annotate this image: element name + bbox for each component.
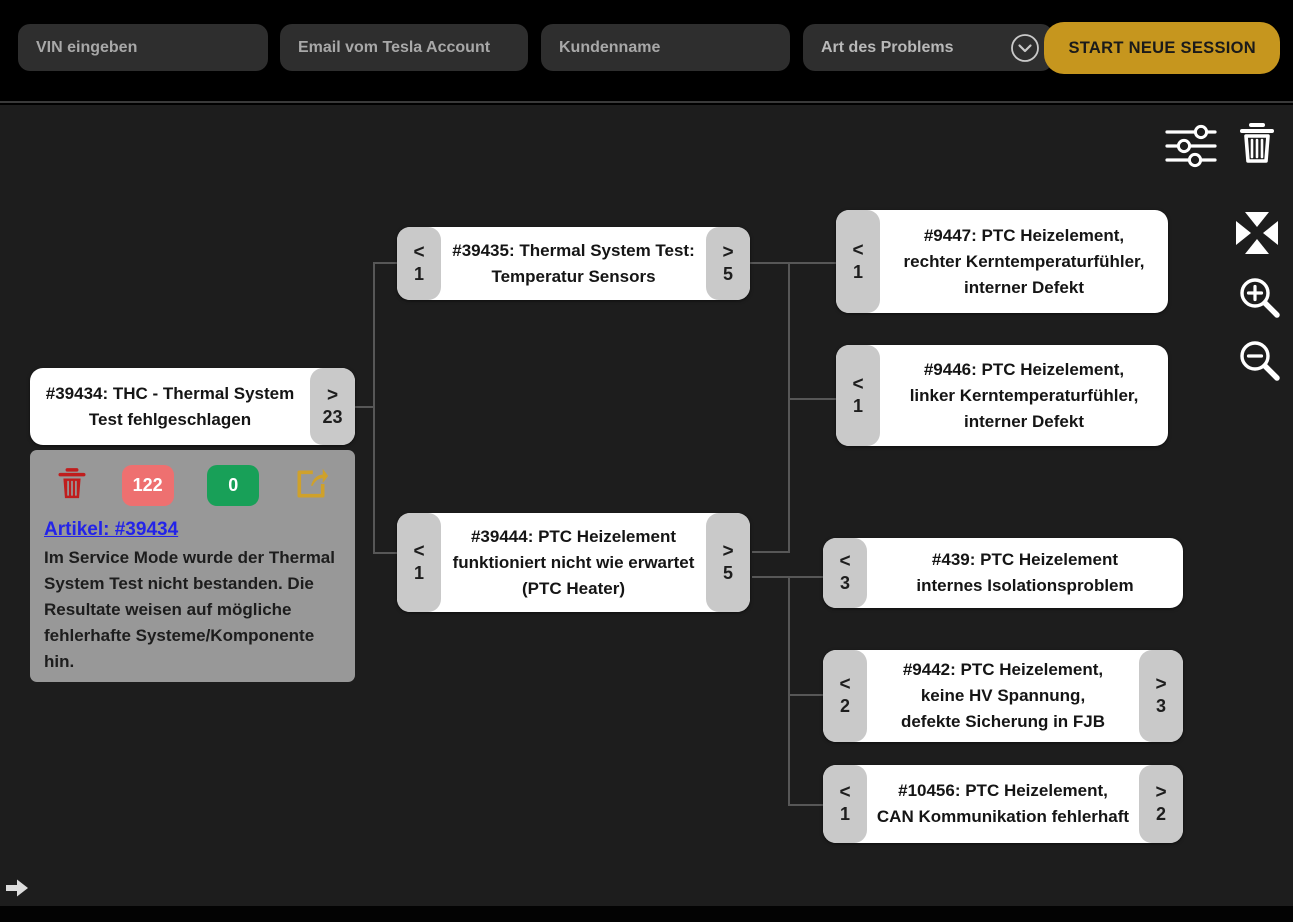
- parents-count: 1: [413, 562, 424, 583]
- downvote-count-badge[interactable]: 122: [121, 465, 174, 506]
- connector-line: [790, 398, 836, 400]
- connector-line: [788, 262, 790, 553]
- connector-line: [790, 804, 823, 806]
- magnifier-plus-icon[interactable]: [1236, 274, 1282, 323]
- article-link[interactable]: Artikel: #39434: [44, 519, 179, 540]
- children-count: 5: [722, 562, 733, 583]
- connector-line: [375, 552, 397, 554]
- upvote-count-badge[interactable]: 0: [207, 465, 260, 506]
- problem-type-label: Art des Problems: [821, 38, 954, 56]
- tree-node-9442[interactable]: < 2 #9442: PTC Heizelement, keine HV Spa…: [823, 650, 1183, 742]
- share-export-icon[interactable]: [293, 466, 329, 505]
- node-parents-button[interactable]: < 1: [823, 765, 867, 843]
- chevron-down-icon: [1009, 32, 1041, 64]
- chevron-right-icon: >: [722, 241, 734, 263]
- tree-node-439[interactable]: < 3 #439: PTC Heizelement internes Isola…: [823, 538, 1183, 608]
- node-title[interactable]: #9446: PTC Heizelement, linker Kerntempe…: [909, 359, 1139, 431]
- tree-node-39444[interactable]: < 1 #39444: PTC Heizelement funktioniert…: [397, 513, 750, 612]
- connector-line: [752, 576, 823, 578]
- node-detail-panel: 122 0 Artikel: #39434 Im Service Mode wu…: [30, 450, 355, 682]
- parents-count: 1: [852, 395, 863, 416]
- children-count: 5: [722, 263, 733, 284]
- chevron-right-icon: >: [326, 384, 339, 406]
- children-count: 2: [1155, 804, 1166, 824]
- chevron-left-icon: <: [413, 241, 425, 263]
- node-title[interactable]: #39435: Thermal System Test: Temperatur …: [452, 240, 695, 286]
- connector-line: [752, 551, 788, 553]
- node-parents-button[interactable]: < 1: [836, 345, 880, 446]
- node-parents-button[interactable]: < 1: [397, 227, 441, 300]
- trash-icon[interactable]: [1238, 120, 1276, 169]
- chevron-right-icon: >: [1155, 782, 1167, 803]
- arrow-right-icon[interactable]: [4, 876, 30, 903]
- node-parents-button[interactable]: < 3: [823, 538, 867, 608]
- start-new-session-button[interactable]: START NEUE SESSION: [1044, 22, 1280, 74]
- node-title[interactable]: #439: PTC Heizelement internes Isolation…: [916, 550, 1134, 595]
- node-title[interactable]: #39444: PTC Heizelement funktioniert nic…: [452, 526, 695, 598]
- parents-count: 2: [839, 696, 850, 716]
- connector-line: [355, 406, 375, 408]
- magnifier-minus-icon[interactable]: [1236, 337, 1282, 386]
- chevron-left-icon: <: [839, 782, 851, 803]
- node-parents-button[interactable]: < 1: [397, 513, 441, 612]
- node-children-button[interactable]: > 5: [706, 227, 750, 300]
- connector-line: [375, 262, 397, 264]
- tree-node-39435[interactable]: < 1 #39435: Thermal System Test: Tempera…: [397, 227, 750, 300]
- node-title[interactable]: #39434: THC - Thermal System Test fehlge…: [45, 383, 295, 429]
- node-children-button[interactable]: > 3: [1139, 650, 1183, 742]
- customer-name-input[interactable]: [541, 24, 790, 71]
- connector-line: [788, 576, 790, 806]
- chevron-right-icon: >: [1155, 674, 1167, 695]
- chevron-left-icon: <: [852, 373, 864, 395]
- node-parents-button[interactable]: < 2: [823, 650, 867, 742]
- node-parents-button[interactable]: < 1: [836, 210, 880, 313]
- node-children-button[interactable]: > 2: [1139, 765, 1183, 843]
- bottom-strip: [0, 906, 1293, 922]
- top-bar: Art des Problems START NEUE SESSION: [0, 0, 1293, 103]
- parents-count: 3: [839, 573, 850, 593]
- tune-sliders-icon[interactable]: [1164, 124, 1218, 171]
- tree-node-39434[interactable]: #39434: THC - Thermal System Test fehlge…: [30, 368, 355, 445]
- chevron-right-icon: >: [722, 540, 734, 562]
- node-title[interactable]: #9442: PTC Heizelement, keine HV Spannun…: [900, 660, 1106, 731]
- node-description: Im Service Mode wurde der Thermal System…: [44, 548, 335, 671]
- connector-line: [373, 262, 375, 554]
- parents-count: 1: [852, 261, 863, 282]
- node-title[interactable]: #9447: PTC Heizelement, rechter Kerntemp…: [903, 225, 1145, 297]
- connector-line: [790, 694, 823, 696]
- node-children-button[interactable]: > 5: [706, 513, 750, 612]
- node-title[interactable]: #10456: PTC Heizelement, CAN Kommunikati…: [876, 781, 1130, 826]
- tree-node-9447[interactable]: < 1 #9447: PTC Heizelement, rechter Kern…: [836, 210, 1168, 313]
- parents-count: 1: [413, 263, 424, 284]
- problem-type-dropdown[interactable]: Art des Problems: [803, 24, 1053, 71]
- chevron-left-icon: <: [852, 239, 864, 261]
- children-count: 23: [322, 406, 343, 427]
- parents-count: 1: [839, 804, 850, 824]
- tree-node-9446[interactable]: < 1 #9446: PTC Heizelement, linker Kernt…: [836, 345, 1168, 446]
- connector-line: [750, 262, 836, 264]
- tree-node-10456[interactable]: < 1 #10456: PTC Heizelement, CAN Kommuni…: [823, 765, 1183, 843]
- panel-action-row: 122 0: [44, 465, 341, 506]
- chevron-left-icon: <: [839, 674, 851, 695]
- node-children-button[interactable]: > 23: [310, 368, 355, 445]
- vin-input[interactable]: [18, 24, 268, 71]
- chevron-left-icon: <: [413, 540, 425, 562]
- chevron-left-icon: <: [839, 551, 851, 572]
- email-input[interactable]: [280, 24, 528, 71]
- arrows-to-center-icon[interactable]: [1233, 209, 1281, 260]
- children-count: 3: [1155, 696, 1166, 716]
- delete-trash-icon[interactable]: [56, 466, 88, 505]
